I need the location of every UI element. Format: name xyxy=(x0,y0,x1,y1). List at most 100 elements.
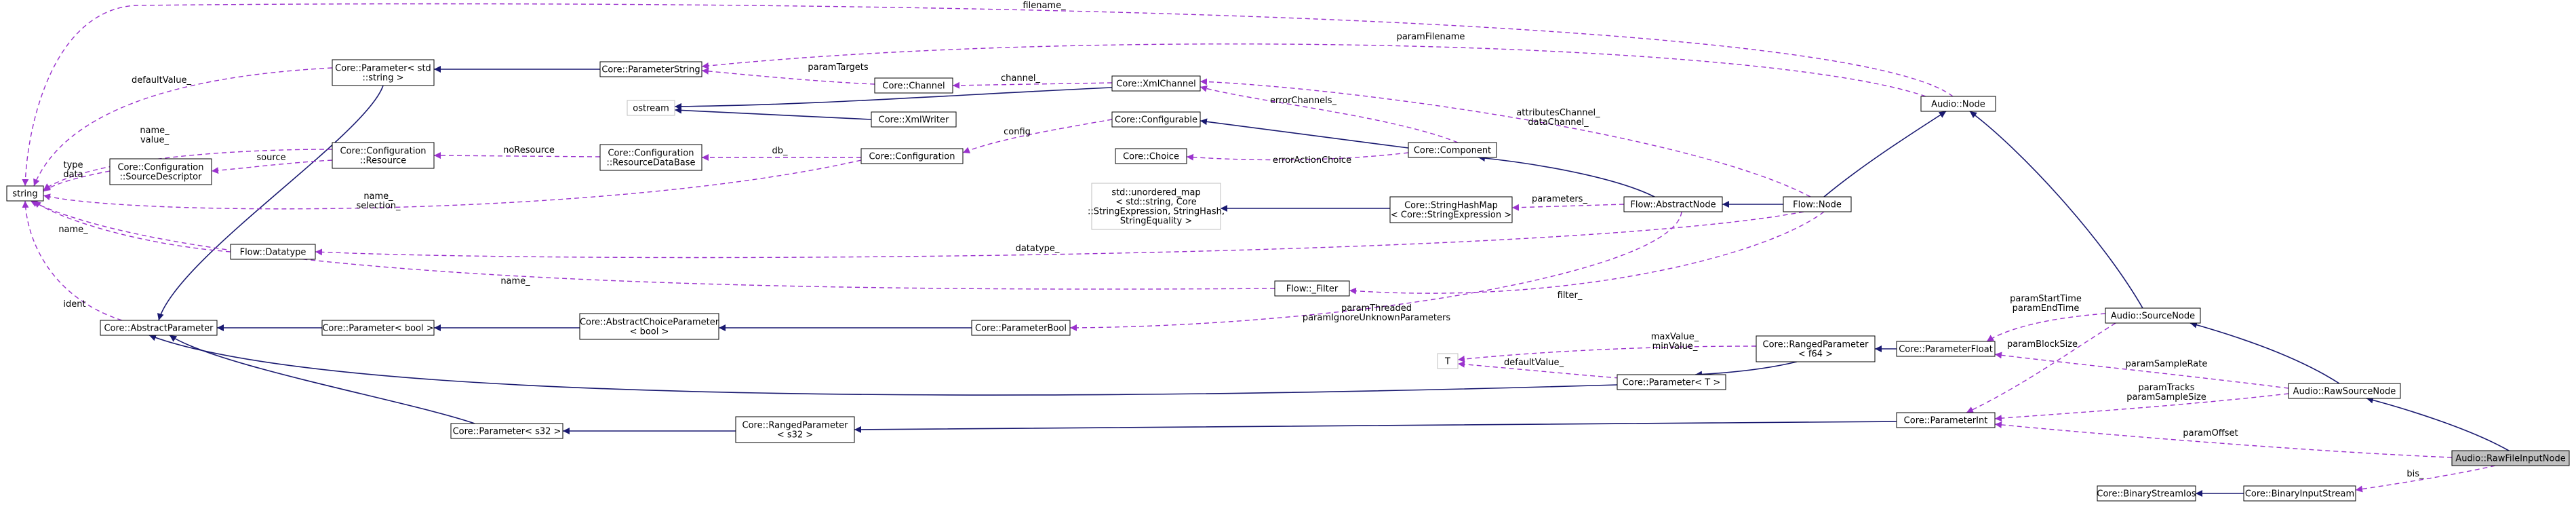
inheritance-edge-param_string-to-abstract_parameter xyxy=(157,85,384,321)
class-node-config-resource[interactable]: Core::Configuration::Resource xyxy=(332,142,435,169)
class-node-label: Core::Component xyxy=(1414,146,1491,156)
class-node-raw-source-node[interactable]: Audio::RawSourceNode xyxy=(2288,383,2401,399)
class-node-parameter-float[interactable]: Core::ParameterFloat xyxy=(1896,341,1996,357)
class-node-box xyxy=(579,313,719,340)
class-node-box xyxy=(1783,196,1852,212)
class-node-config-source-descriptor[interactable]: Core::Configuration::SourceDescriptor xyxy=(109,158,212,185)
edge-label-ident: ident xyxy=(63,299,85,309)
class-node-configuration[interactable]: Core::Configuration xyxy=(860,148,964,164)
class-node-string[interactable]: string xyxy=(6,185,44,202)
class-node-param-string[interactable]: Core::Parameter< std::string > xyxy=(332,59,435,86)
class-node-label: Core::Configuration::SourceDescriptor xyxy=(117,163,203,183)
class-node-binary-stream-ios[interactable]: Core::BinaryStreamIos xyxy=(2097,485,2196,502)
class-node-box xyxy=(100,320,218,336)
edge-label-no-resource: noResource xyxy=(503,145,555,155)
class-node-box xyxy=(1896,412,1996,428)
class-node-label: Core::Choice xyxy=(1123,152,1179,162)
class-node-abstract-node[interactable]: Flow::AbstractNode xyxy=(1623,196,1723,212)
class-node-param-s32[interactable]: Core::Parameter< s32 > xyxy=(450,423,563,439)
class-node-t[interactable]: T xyxy=(1437,353,1459,369)
class-node-xml-writer[interactable]: Core::XmlWriter xyxy=(871,111,957,128)
class-node-label: Core::AbstractParameter xyxy=(104,324,214,334)
class-node-box xyxy=(321,320,435,336)
usage-edge-param-targets xyxy=(701,67,875,85)
usage-edge-param-sample-rate xyxy=(1994,352,2289,389)
usage-edge-channel xyxy=(952,81,1113,89)
class-node-choice[interactable]: Core::Choice xyxy=(1115,148,1187,164)
usage-edge-ident xyxy=(22,200,123,321)
class-node-parameter-string[interactable]: Core::ParameterString xyxy=(599,61,702,77)
class-node-datatype[interactable]: Flow::Datatype xyxy=(230,244,316,260)
class-node-ranged-f64[interactable]: Core::RangedParameter< f64 > xyxy=(1756,335,1876,362)
class-node-label: Core::Configuration::Resource xyxy=(340,147,426,166)
class-node-box xyxy=(332,59,435,86)
usage-edge-param-filename xyxy=(701,43,1926,97)
class-node-string-hash-map[interactable]: Core::StringHashMap< Core::StringExpress… xyxy=(1389,196,1513,223)
inheritance-edge-xml_channel-to-ostream xyxy=(674,87,1113,110)
edge-label-name-selection: name_selection_ xyxy=(357,191,401,211)
class-node-box xyxy=(971,320,1071,336)
edge-label-default-value-t: defaultValue_ xyxy=(1504,358,1564,368)
class-node-box xyxy=(1437,353,1459,369)
class-node-box xyxy=(1896,341,1996,357)
class-node-label: Core::ParameterInt xyxy=(1904,416,1988,426)
class-node-param-bool[interactable]: Core::Parameter< bool > xyxy=(321,320,435,336)
inheritance-edge-parameter_int-to-ranged_s32 xyxy=(854,421,1897,433)
class-node-box xyxy=(1408,142,1497,158)
usage-edge-default-value-t xyxy=(1457,360,1628,379)
inheritance-edge-abstract_node-to-component xyxy=(1478,155,1655,198)
class-node-box xyxy=(450,423,563,439)
usage-edge-name-selection xyxy=(43,159,862,210)
edge-label-datatype: datatype_ xyxy=(1016,244,1060,254)
class-node-label: std::unordered_map< std::string, Core::S… xyxy=(1088,188,1225,227)
edge-label-attributes-channel: attributesChannel_dataChannel_ xyxy=(1516,108,1600,128)
class-node-box xyxy=(860,148,964,164)
class-node-xml-channel[interactable]: Core::XmlChannel xyxy=(1111,75,1201,92)
inheritance-edge-flow_node-to-audio_node xyxy=(1823,111,1947,198)
class-node-unordered-map[interactable]: std::unordered_map< std::string, Core::S… xyxy=(1088,183,1225,230)
class-node-box xyxy=(874,77,953,94)
class-node-channel[interactable]: Core::Channel xyxy=(874,77,953,94)
class-node-ostream[interactable]: ostream xyxy=(627,100,675,116)
class-node-label: Core::Parameter< bool > xyxy=(322,324,433,334)
class-node-param-t[interactable]: Core::Parameter< T > xyxy=(1617,374,1726,390)
class-node-label: T xyxy=(1444,357,1450,367)
class-node-abstract-parameter[interactable]: Core::AbstractParameter xyxy=(100,320,218,336)
edge-label-param-offset: paramOffset xyxy=(2183,428,2238,438)
class-node-raw-file-input-node[interactable]: Audio::RawFileInputNode xyxy=(2451,450,2570,466)
class-node-flow-node[interactable]: Flow::Node xyxy=(1783,196,1852,212)
class-node-box xyxy=(1617,374,1726,390)
class-node-resource-database[interactable]: Core::Configuration::ResourceDataBase xyxy=(599,144,702,171)
class-node-box xyxy=(2243,485,2356,502)
edge-labels-layer: filename_ paramFilename defaultValue_param… xyxy=(58,1,2424,479)
class-node-box xyxy=(1756,335,1876,362)
usage-edge-max-value xyxy=(1457,345,1757,362)
class-node-ranged-s32[interactable]: Core::RangedParameter< s32 > xyxy=(735,416,855,443)
class-node-box xyxy=(230,244,316,260)
class-node-filter[interactable]: Flow::_Filter xyxy=(1274,280,1350,297)
class-node-source-node[interactable]: Audio::SourceNode xyxy=(2105,307,2201,324)
class-node-parameter-bool[interactable]: Core::ParameterBool xyxy=(971,320,1071,336)
class-node-box xyxy=(2105,307,2201,324)
class-node-audio-node[interactable]: Audio::Node xyxy=(1920,96,1996,112)
class-node-box xyxy=(332,142,435,169)
class-node-label: Core::ParameterString xyxy=(601,65,700,75)
class-node-label: Core::AbstractChoiceParameter< bool > xyxy=(580,318,719,337)
class-node-component[interactable]: Core::Component xyxy=(1408,142,1497,158)
edge-label-filename: filename_ xyxy=(1023,1,1066,11)
class-node-binary-input-stream[interactable]: Core::BinaryInputStream xyxy=(2243,485,2356,502)
class-node-configurable[interactable]: Core::Configurable xyxy=(1111,111,1201,128)
class-node-label: Audio::Node xyxy=(1931,100,1985,110)
class-node-parameter-int[interactable]: Core::ParameterInt xyxy=(1896,412,1996,428)
class-node-label: Core::RangedParameter< f64 > xyxy=(1763,340,1869,360)
inheritance-edge-component-to-configurable xyxy=(1200,118,1409,149)
edge-label-param-filename: paramFilename xyxy=(1397,32,1465,42)
edge-label-db: db_ xyxy=(772,146,788,156)
class-node-abstract-choice-param[interactable]: Core::AbstractChoiceParameter< bool > xyxy=(579,313,719,340)
inheritance-edge-source_node-to-audio_node xyxy=(1969,111,2143,309)
class-node-label: Flow::Datatype xyxy=(240,248,306,258)
class-node-label: Audio::RawFileInputNode xyxy=(2455,454,2565,464)
usage-edge-error-action-choice xyxy=(1186,152,1409,161)
usage-edge-no-resource xyxy=(433,152,601,159)
